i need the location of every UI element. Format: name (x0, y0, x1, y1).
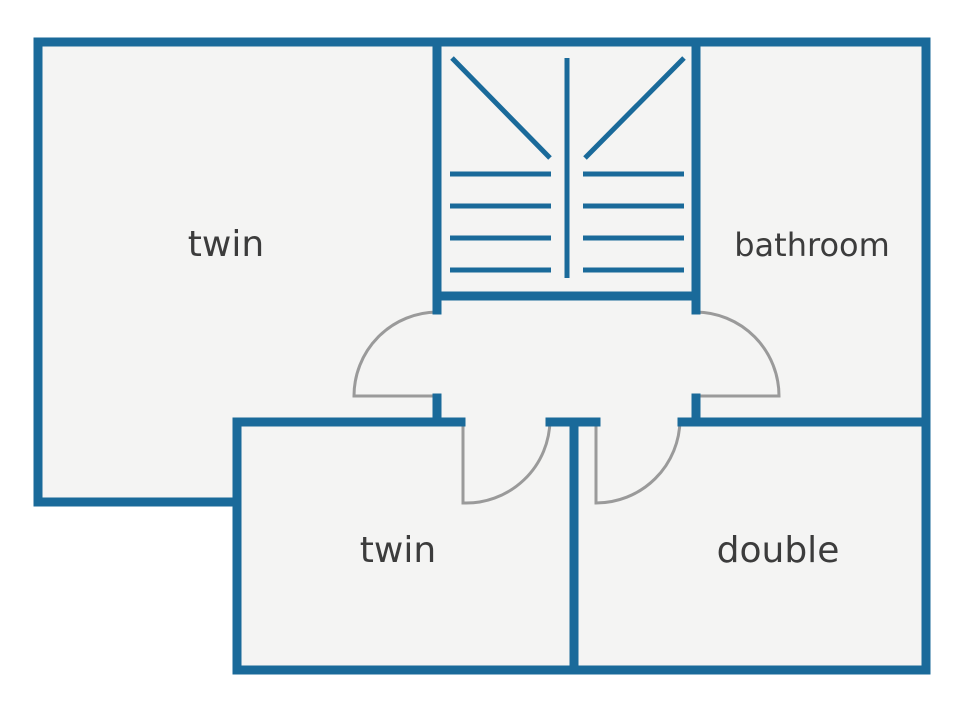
room-label-double: double (717, 530, 840, 571)
door-twin-small (461, 419, 552, 505)
walls (33, 37, 931, 675)
doors (352, 310, 781, 505)
stair-winder-right (583, 56, 686, 160)
stairs (450, 56, 686, 278)
door-twin-large (352, 310, 438, 398)
outer-wall (33, 37, 931, 675)
room-label-twin-large: twin (188, 224, 264, 265)
door-double (594, 419, 682, 505)
stair-winder-left (450, 56, 552, 160)
room-labels: twin bathroom twin double (188, 224, 890, 571)
floor-fill (38, 42, 926, 670)
floor-area (38, 42, 926, 670)
room-label-twin-small: twin (360, 530, 436, 571)
door-bathroom (695, 310, 781, 398)
room-label-bathroom: bathroom (734, 226, 890, 264)
